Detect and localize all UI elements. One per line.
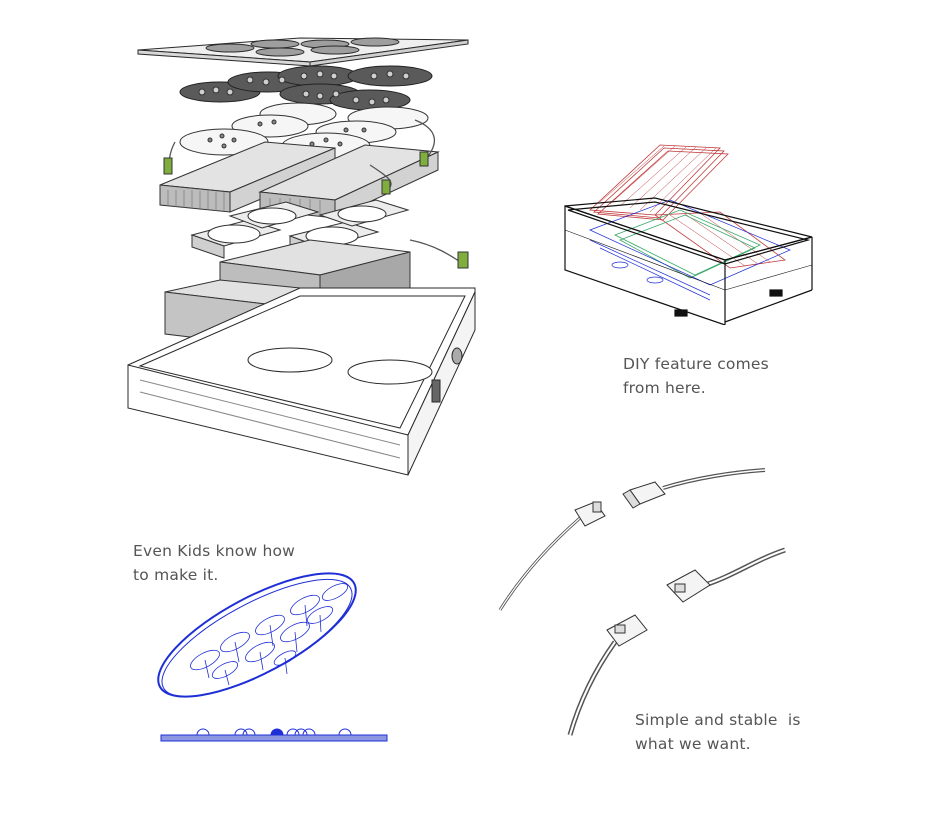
blue-internal-frame [589,199,791,301]
exploded-lamp-diagram [120,30,490,480]
caption-kids: Even Kids know how to make it. [133,539,295,587]
connector-pair-top [498,468,766,611]
caption-stable-line2: what we want. [635,735,751,753]
cooling-fans [190,199,410,261]
heatsinks [159,141,440,219]
caption-kids-line1: Even Kids know how [133,542,296,560]
green-pcb-inside [614,209,761,279]
lens-plate-side-view [160,728,388,742]
caption-diy-line2: from here. [623,379,706,397]
black-outer-shell [564,197,813,325]
caption-kids-line2: to make it. [133,566,219,584]
connector-pair-bottom [567,547,786,736]
cable-connectors-illustration [495,460,795,740]
top-cover-plate [137,37,469,67]
lens-plate-wireframe [145,570,395,750]
base-housing [127,287,476,476]
caption-stable: Simple and stable is what we want. [635,708,801,756]
lens-arrays [179,65,433,111]
diy-wireframe-box [560,140,820,325]
caption-stable-line1: Simple and stable is [635,711,801,729]
caption-diy: DIY feature comes from here. [623,352,769,400]
caption-diy-line1: DIY feature comes [623,355,769,373]
lens-plate-oblique-view [157,572,357,698]
